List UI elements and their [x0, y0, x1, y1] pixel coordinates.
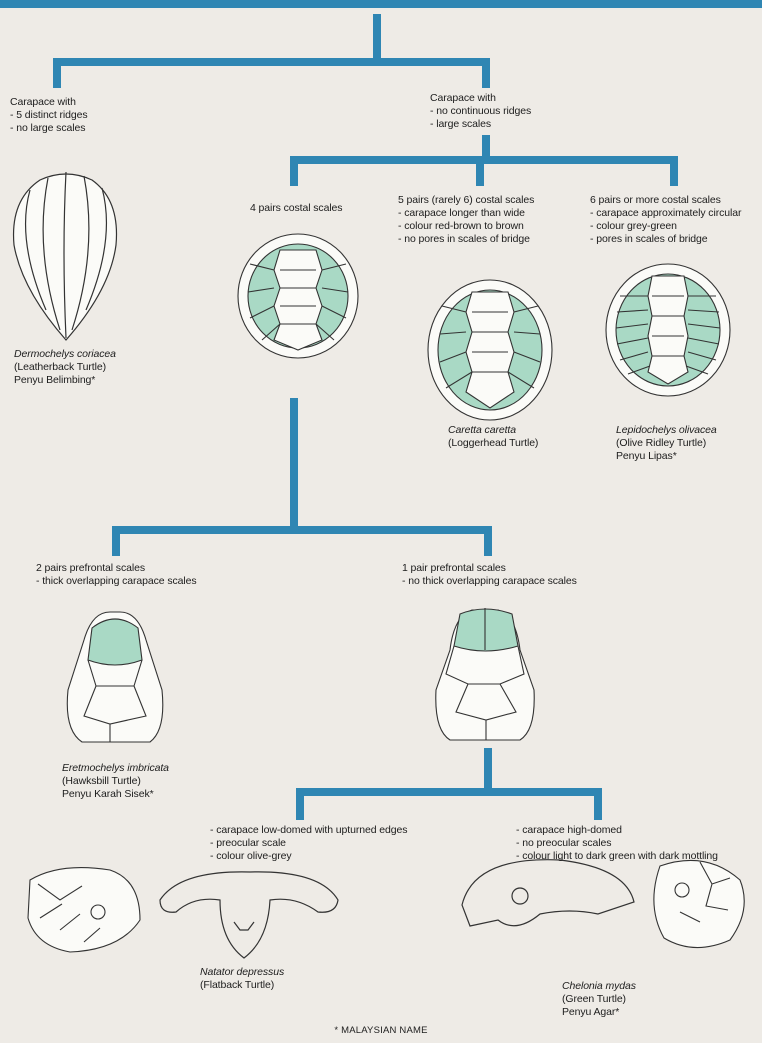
node-trait: - carapace low-domed with upturned edges — [210, 824, 407, 837]
hawksbill-head-illustration — [67, 612, 163, 742]
species-common-name: (Flatback Turtle) — [200, 979, 284, 992]
branch-3 — [116, 530, 488, 556]
species-common-name: (Green Turtle) — [562, 993, 636, 1006]
key-node-four-costal: 4 pairs costal scales — [250, 202, 342, 215]
species-common-name: (Loggerhead Turtle) — [448, 437, 538, 450]
species-label-flatback: Natator depressus (Flatback Turtle) — [200, 966, 284, 992]
species-label-leatherback: Dermochelys coriacea (Leatherback Turtle… — [14, 348, 116, 387]
species-scientific-name: Lepidochelys olivacea — [616, 424, 717, 437]
key-node-two-prefrontal: 2 pairs prefrontal scales - thick overla… — [36, 562, 197, 588]
green-turtle-side-sketch — [462, 860, 634, 926]
key-node-low-domed: - carapace low-domed with upturned edges… — [210, 824, 407, 863]
species-label-hawksbill: Eretmochelys imbricata (Hawksbill Turtle… — [62, 762, 169, 801]
node-trait: - colour olive-grey — [210, 850, 407, 863]
node-heading: Carapace with — [10, 96, 87, 109]
key-node-leatherback-branch: Carapace with - 5 distinct ridges - no l… — [10, 96, 87, 135]
flatback-front-sketch — [160, 872, 338, 958]
key-node-five-costal: 5 pairs (rarely 6) costal scales - carap… — [398, 194, 534, 246]
key-node-hardshell-branch: Carapace with - no continuous ridges - l… — [430, 92, 531, 131]
node-trait: 5 pairs (rarely 6) costal scales — [398, 194, 534, 207]
species-malay-name: Penyu Lipas* — [616, 450, 717, 463]
species-scientific-name: Chelonia mydas — [562, 980, 636, 993]
branch-1 — [57, 62, 486, 88]
species-common-name: (Leatherback Turtle) — [14, 361, 116, 374]
node-trait: - no preocular scales — [516, 837, 718, 850]
four-costal-carapace-illustration — [238, 234, 358, 358]
node-trait: - carapace approximately circular — [590, 207, 741, 220]
olive-ridley-carapace-illustration — [606, 264, 730, 396]
species-malay-name: Penyu Belimbing* — [14, 374, 116, 387]
node-trait: - 5 distinct ridges — [10, 109, 87, 122]
node-trait: - carapace high-domed — [516, 824, 718, 837]
node-trait: - colour light to dark green with dark m… — [516, 850, 718, 863]
species-label-olive-ridley: Lepidochelys olivacea (Olive Ridley Turt… — [616, 424, 717, 463]
node-trait: - preocular scale — [210, 837, 407, 850]
node-trait: - large scales — [430, 118, 531, 131]
species-common-name: (Olive Ridley Turtle) — [616, 437, 717, 450]
species-label-loggerhead: Caretta caretta (Loggerhead Turtle) — [448, 424, 538, 450]
node-trait: 4 pairs costal scales — [250, 202, 342, 215]
node-trait: - pores in scales of bridge — [590, 233, 741, 246]
node-trait: 1 pair prefrontal scales — [402, 562, 577, 575]
loggerhead-carapace-illustration — [428, 280, 552, 420]
node-trait: - thick overlapping carapace scales — [36, 575, 197, 588]
node-trait: 6 pairs or more costal scales — [590, 194, 741, 207]
node-trait: - no thick overlapping carapace scales — [402, 575, 577, 588]
flatback-head-sketch — [28, 868, 140, 952]
species-malay-name: Penyu Karah Sisek* — [62, 788, 169, 801]
species-scientific-name: Eretmochelys imbricata — [62, 762, 169, 775]
key-node-one-prefrontal: 1 pair prefrontal scales - no thick over… — [402, 562, 577, 588]
species-scientific-name: Dermochelys coriacea — [14, 348, 116, 361]
species-malay-name: Penyu Agar* — [562, 1006, 636, 1019]
species-scientific-name: Natator depressus — [200, 966, 284, 979]
node-trait: 2 pairs prefrontal scales — [36, 562, 197, 575]
node-trait: - no large scales — [10, 122, 87, 135]
node-trait: - colour red-brown to brown — [398, 220, 534, 233]
green-turtle-head-key-illustration — [436, 608, 534, 740]
leatherback-carapace-illustration — [14, 172, 117, 340]
branch-4 — [300, 792, 598, 820]
node-trait: - no pores in scales of bridge — [398, 233, 534, 246]
green-turtle-head-sketch — [654, 860, 744, 947]
footnote: * MALAYSIAN NAME — [0, 1025, 762, 1036]
key-node-high-domed: - carapace high-domed - no preocular sca… — [516, 824, 718, 863]
key-node-six-costal: 6 pairs or more costal scales - carapace… — [590, 194, 741, 246]
node-trait: - no continuous ridges — [430, 105, 531, 118]
species-scientific-name: Caretta caretta — [448, 424, 538, 437]
species-common-name: (Hawksbill Turtle) — [62, 775, 169, 788]
node-heading: Carapace with — [430, 92, 531, 105]
species-label-green: Chelonia mydas (Green Turtle) Penyu Agar… — [562, 980, 636, 1019]
node-trait: - colour grey-green — [590, 220, 741, 233]
node-trait: - carapace longer than wide — [398, 207, 534, 220]
top-strip — [0, 0, 762, 8]
